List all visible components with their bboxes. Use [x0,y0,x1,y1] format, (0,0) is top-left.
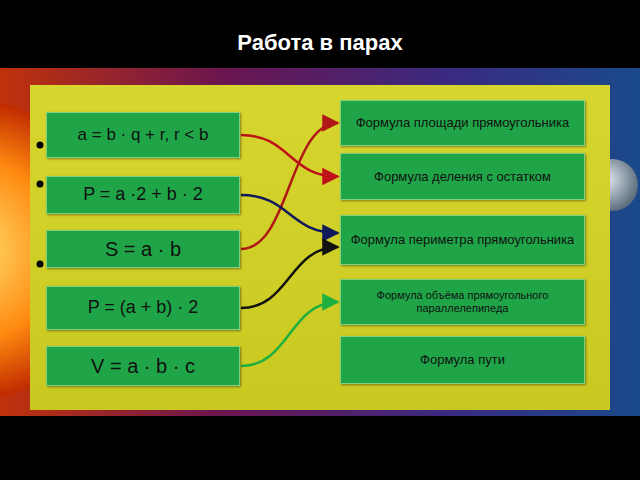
formula-box: S = a · b [46,230,240,268]
description-text: Формула площади прямоугольника [350,113,576,133]
formula-box: P = a ·2 + b · 2 [46,176,240,214]
space-band [0,68,640,416]
formula-box: P = (a + b) · 2 [46,286,240,330]
bullet [37,142,44,149]
arrow-curve [241,302,338,366]
description-box: Формула площади прямоугольника [340,100,585,146]
description-text: Формула объёма прямоугольного параллелеп… [341,287,584,317]
arrow-curve [241,247,338,308]
formula-text: S = a · b [99,235,187,263]
yellow-panel [30,85,610,410]
arrow-curve [241,135,338,177]
formula-text: V = a · b · c [85,352,201,380]
description-text: Формула периметра прямоугольника [345,230,581,250]
arrow-curve [241,195,338,233]
description-text: Формула пути [414,350,511,370]
formula-box: a = b · q + r, r < b [46,112,240,158]
description-box: Формула объёма прямоугольного параллелеп… [340,279,585,325]
formula-text: a = b · q + r, r < b [72,123,215,147]
formula-text: P = (a + b) · 2 [82,295,205,321]
description-text: Формула деления с остатком [368,167,557,187]
bullet [37,261,44,268]
bullet [37,181,44,188]
description-box: Формула пути [340,336,585,384]
arrow-curve [241,123,338,249]
formula-box: V = a · b · c [46,346,240,386]
slide-title: Работа в парах [0,30,640,56]
description-box: Формула периметра прямоугольника [340,215,585,265]
formula-text: P = a ·2 + b · 2 [77,182,209,208]
description-box: Формула деления с остатком [340,153,585,200]
